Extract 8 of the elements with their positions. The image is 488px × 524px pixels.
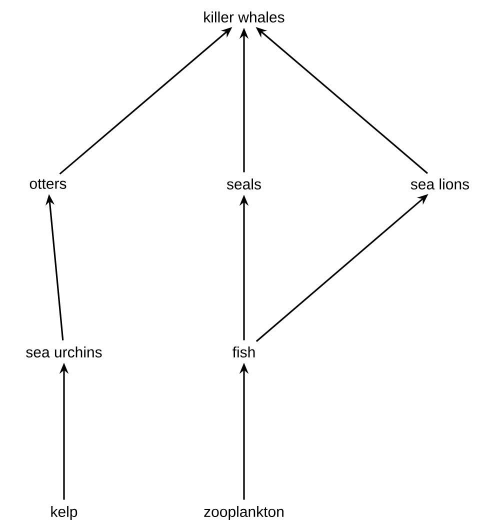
- node-label: killer whales: [204, 12, 284, 22]
- node-label: sea lions: [410, 178, 470, 190]
- node-label: fish: [232, 346, 255, 358]
- node-label: zooplankton: [204, 506, 284, 520]
- node-label: seals: [226, 178, 261, 190]
- node-label: sea urchins: [26, 346, 102, 358]
- node-label: otters: [30, 179, 66, 189]
- node-label: kelp: [51, 506, 78, 520]
